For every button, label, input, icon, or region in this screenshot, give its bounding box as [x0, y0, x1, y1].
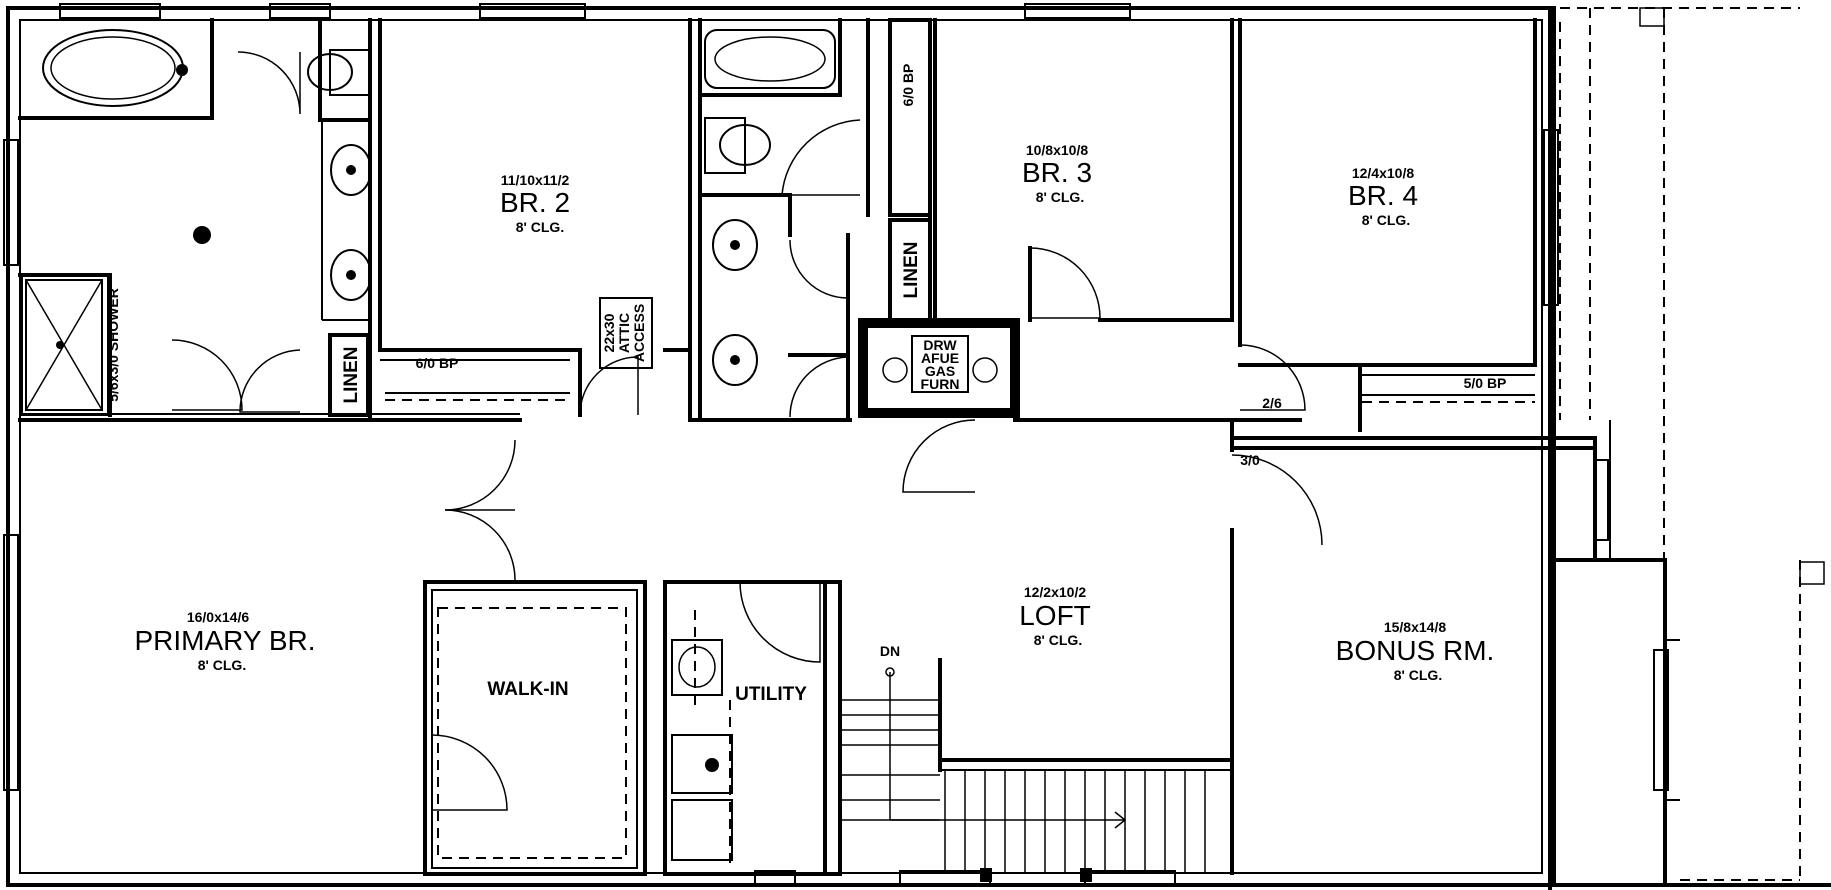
- br2-name: BR. 2: [500, 187, 570, 218]
- loft-name: LOFT: [1019, 600, 1091, 631]
- br4-ceiling: 8' CLG.: [1362, 212, 1410, 228]
- primary-name: PRIMARY BR.: [134, 625, 315, 656]
- br3-size: 10/8x10/8: [1026, 142, 1088, 158]
- br3-name: BR. 3: [1022, 157, 1092, 188]
- attic-access: 22x30 ATTIC ACCESS: [599, 297, 653, 369]
- interior-walls: [18, 18, 1597, 876]
- loft-size: 12/2x10/2: [1024, 584, 1086, 600]
- mech-label-2: AFUE: [921, 350, 959, 366]
- mech-label-1: DRW: [923, 337, 957, 353]
- br4-name: BR. 4: [1348, 180, 1418, 211]
- walkin-name: WALK-IN: [487, 679, 568, 700]
- primary-size: 16/0x14/6: [187, 609, 249, 625]
- bp-br3-label: 6/0 BP: [900, 64, 916, 107]
- attic-size-label: 22x30: [601, 313, 617, 352]
- linen-primary-label: LINEN: [341, 347, 362, 404]
- porch-outline: [1559, 7, 1825, 881]
- bp-br2-label: 6/0 BP: [416, 355, 459, 371]
- room-labels: 11/10x11/2 BR. 2 8' CLG. 10/8x10/8 BR. 3…: [134, 142, 1494, 705]
- linen-hall-label: LINEN: [901, 242, 922, 299]
- bonus-ceiling: 8' CLG.: [1394, 667, 1442, 683]
- shower-label: 5/6x3/0 SHOWER: [105, 288, 121, 402]
- mechanical-chase: [858, 318, 1020, 418]
- stair-dn-label: DN: [880, 643, 900, 659]
- br2-ceiling: 8' CLG.: [516, 219, 564, 235]
- utility-name: UTILITY: [735, 684, 807, 705]
- fixtures: [25, 29, 836, 861]
- br2-size: 11/10x11/2: [501, 172, 570, 188]
- door-swings: [171, 51, 1323, 811]
- br3-ceiling: 8' CLG.: [1036, 189, 1084, 205]
- bp-br4-label: 5/0 BP: [1464, 375, 1507, 391]
- attic-label-2: ACCESS: [631, 304, 647, 362]
- mech-label-3: GAS: [925, 363, 955, 379]
- attic-label-1: ATTIC: [616, 313, 632, 353]
- bonus-size: 15/8x14/8: [1384, 619, 1446, 635]
- windows: [3, 3, 1669, 886]
- stair-treads: [842, 667, 1206, 874]
- loft-ceiling: 8' CLG.: [1034, 632, 1082, 648]
- door-30-label: 3/0: [1240, 452, 1260, 468]
- primary-ceiling: 8' CLG.: [198, 657, 246, 673]
- bonus-name: BONUS RM.: [1336, 635, 1495, 666]
- door-26-label: 2/6: [1262, 395, 1282, 411]
- mech-label-4: FURN: [921, 376, 960, 392]
- br4-size: 12/4x10/8: [1352, 165, 1414, 181]
- annotations: LINEN LINEN 6/0 BP 6/0 BP 5/0 BP 5/6x3/0…: [105, 64, 1506, 659]
